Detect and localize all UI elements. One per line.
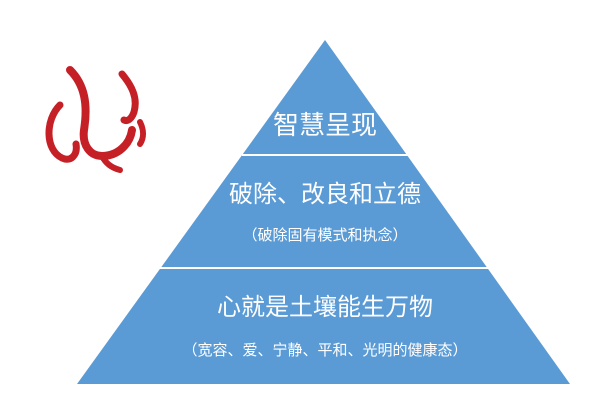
level-2-title: 破除、改良和立德 — [229, 180, 421, 208]
pyramid-shape — [77, 40, 570, 384]
level-3-subtitle: （宽容、爱、宁静、平和、光明的健康态） — [182, 341, 467, 359]
level-3-title: 心就是土壤能生万物 — [217, 293, 433, 321]
level-2-subtitle: （破除固有模式和执念） — [242, 226, 407, 244]
level-1-title: 智慧呈现 — [273, 111, 377, 141]
heart-character-logo-icon — [45, 66, 146, 173]
